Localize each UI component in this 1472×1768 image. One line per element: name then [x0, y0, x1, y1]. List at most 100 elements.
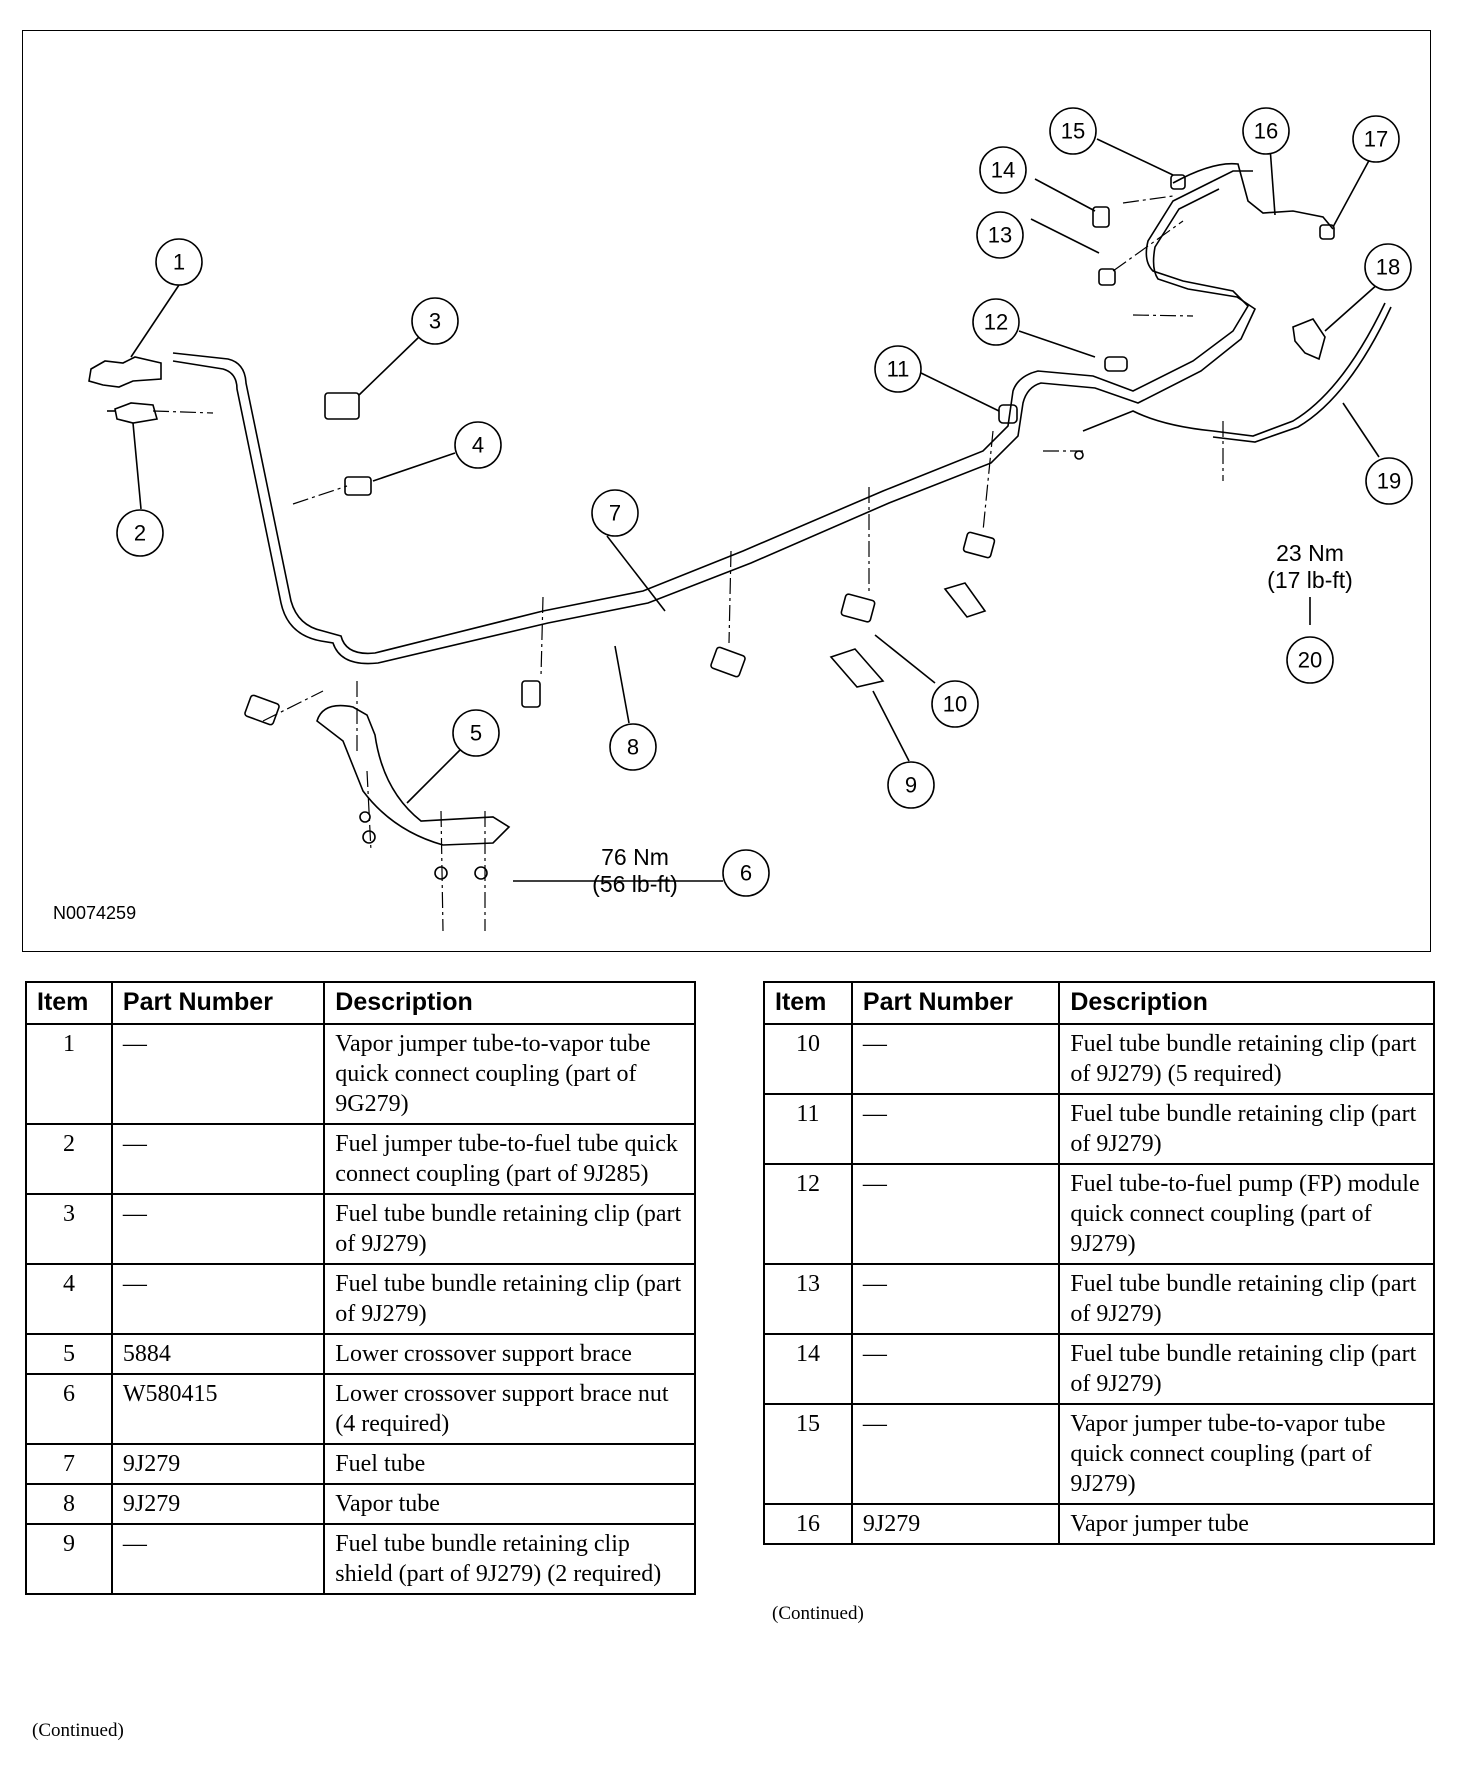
description: Vapor jumper tube: [1058, 1503, 1435, 1545]
callout-10: 10: [931, 680, 979, 728]
item-number: 1: [25, 1023, 113, 1125]
callout-bubbles: 1 2 3 4 5 6 7 8 9 10 11 12 13 14 15 16 1…: [116, 107, 1413, 897]
part-number: 9J279: [110, 1483, 326, 1525]
part-number: —: [850, 1333, 1061, 1405]
description: Fuel jumper tube-to-fuel tube quick conn…: [323, 1123, 696, 1195]
torque-20-lbft: (17 lb-ft): [1267, 567, 1353, 593]
column-header-description: Description: [323, 981, 696, 1025]
column-header-item: Item: [25, 981, 113, 1025]
table-row: 10—Fuel tube bundle retaining clip (part…: [763, 1023, 1435, 1095]
leader-lines: [130, 138, 1389, 882]
table-row: 12—Fuel tube-to-fuel pump (FP) module qu…: [763, 1163, 1435, 1265]
callout-1: 1: [155, 238, 203, 286]
description: Fuel tube: [323, 1443, 696, 1485]
part-number: 9J279: [110, 1443, 326, 1485]
svg-text:16: 16: [1254, 119, 1278, 144]
tube-lines: [88, 162, 1392, 880]
item-number: 6: [25, 1373, 113, 1445]
part-number: —: [110, 1023, 326, 1125]
callout-5: 5: [452, 709, 500, 757]
table-row: 2—Fuel jumper tube-to-fuel tube quick co…: [25, 1123, 696, 1195]
svg-text:15: 15: [1061, 119, 1085, 144]
description: Fuel tube bundle retaining clip (part of…: [1058, 1023, 1435, 1095]
table-row: 9—Fuel tube bundle retaining clip shield…: [25, 1523, 696, 1595]
callout-12: 12: [972, 298, 1020, 346]
callout-15: 15: [1049, 107, 1097, 155]
item-number: 3: [25, 1193, 113, 1265]
description: Vapor jumper tube-to-vapor tube quick co…: [1058, 1403, 1435, 1505]
item-number: 5: [25, 1333, 113, 1375]
item-number: 2: [25, 1123, 113, 1195]
description: Lower crossover support brace nut (4 req…: [323, 1373, 696, 1445]
callout-20: 20: [1286, 636, 1334, 684]
fuel-tube-routing-drawing: 1 2 3 4 5 6 7 8 9 10 11 12 13 14 15 16 1…: [53, 107, 1413, 932]
callout-2: 2: [116, 509, 164, 557]
svg-text:4: 4: [472, 433, 484, 458]
part-number: —: [110, 1263, 326, 1335]
description: Fuel tube bundle retaining clip (part of…: [323, 1263, 696, 1335]
part-number: —: [110, 1523, 326, 1595]
part-number: —: [850, 1093, 1061, 1165]
callout-4: 4: [454, 421, 502, 469]
description: Fuel tube bundle retaining clip (part of…: [1058, 1333, 1435, 1405]
description: Lower crossover support brace: [323, 1333, 696, 1375]
callout-18: 18: [1364, 243, 1412, 291]
callout-11: 11: [874, 345, 922, 393]
callout-16: 16: [1242, 107, 1290, 155]
torque-20-nm: 23 Nm: [1276, 540, 1344, 566]
assembly-lines: [152, 195, 1224, 932]
svg-text:5: 5: [470, 721, 482, 746]
svg-text:9: 9: [905, 773, 917, 798]
description: Fuel tube bundle retaining clip (part of…: [1058, 1093, 1435, 1165]
item-number: 15: [763, 1403, 853, 1505]
table-row: 1—Vapor jumper tube-to-vapor tube quick …: [25, 1023, 696, 1125]
table-header-row: Item Part Number Description: [763, 981, 1435, 1025]
description: Vapor tube: [323, 1483, 696, 1525]
svg-text:13: 13: [988, 223, 1012, 248]
svg-text:10: 10: [943, 692, 967, 717]
description: Fuel tube-to-fuel pump (FP) module quick…: [1058, 1163, 1435, 1265]
svg-text:11: 11: [887, 357, 910, 382]
svg-text:12: 12: [984, 310, 1008, 335]
description: Fuel tube bundle retaining clip (part of…: [323, 1193, 696, 1265]
item-number: 4: [25, 1263, 113, 1335]
part-number: —: [850, 1263, 1061, 1335]
description: Fuel tube bundle retaining clip (part of…: [1058, 1263, 1435, 1335]
item-number: 16: [763, 1503, 853, 1545]
item-number: 10: [763, 1023, 853, 1095]
continued-note-right: (Continued): [772, 1603, 864, 1624]
torque-6-nm: 76 Nm: [601, 844, 669, 870]
table-header-row: Item Part Number Description: [25, 981, 696, 1025]
table-row: 13—Fuel tube bundle retaining clip (part…: [763, 1263, 1435, 1335]
part-number: —: [850, 1163, 1061, 1265]
continued-note-left: (Continued): [32, 1720, 124, 1741]
figure-id: N0074259: [53, 903, 136, 923]
part-number: —: [110, 1193, 326, 1265]
item-number: 8: [25, 1483, 113, 1525]
part-number: 9J279: [850, 1503, 1061, 1545]
item-number: 11: [763, 1093, 853, 1165]
svg-text:3: 3: [429, 309, 441, 334]
svg-text:17: 17: [1364, 127, 1388, 152]
callout-17: 17: [1352, 115, 1400, 163]
column-header-item: Item: [763, 981, 853, 1025]
item-number: 13: [763, 1263, 853, 1335]
item-number: 12: [763, 1163, 853, 1265]
callout-7: 7: [591, 489, 639, 537]
column-header-part-number: Part Number: [850, 981, 1061, 1025]
part-number: —: [110, 1123, 326, 1195]
table-row: 11—Fuel tube bundle retaining clip (part…: [763, 1093, 1435, 1165]
part-number: —: [850, 1403, 1061, 1505]
torque-6-lbft: (56 lb-ft): [592, 871, 678, 897]
svg-text:19: 19: [1377, 469, 1401, 494]
callout-6: 6: [722, 849, 770, 897]
svg-text:1: 1: [173, 250, 185, 275]
table-row: 15—Vapor jumper tube-to-vapor tube quick…: [763, 1403, 1435, 1505]
exploded-diagram: 1 2 3 4 5 6 7 8 9 10 11 12 13 14 15 16 1…: [22, 30, 1431, 952]
item-number: 14: [763, 1333, 853, 1405]
parts-table-right: Item Part Number Description 10—Fuel tub…: [763, 981, 1435, 1545]
